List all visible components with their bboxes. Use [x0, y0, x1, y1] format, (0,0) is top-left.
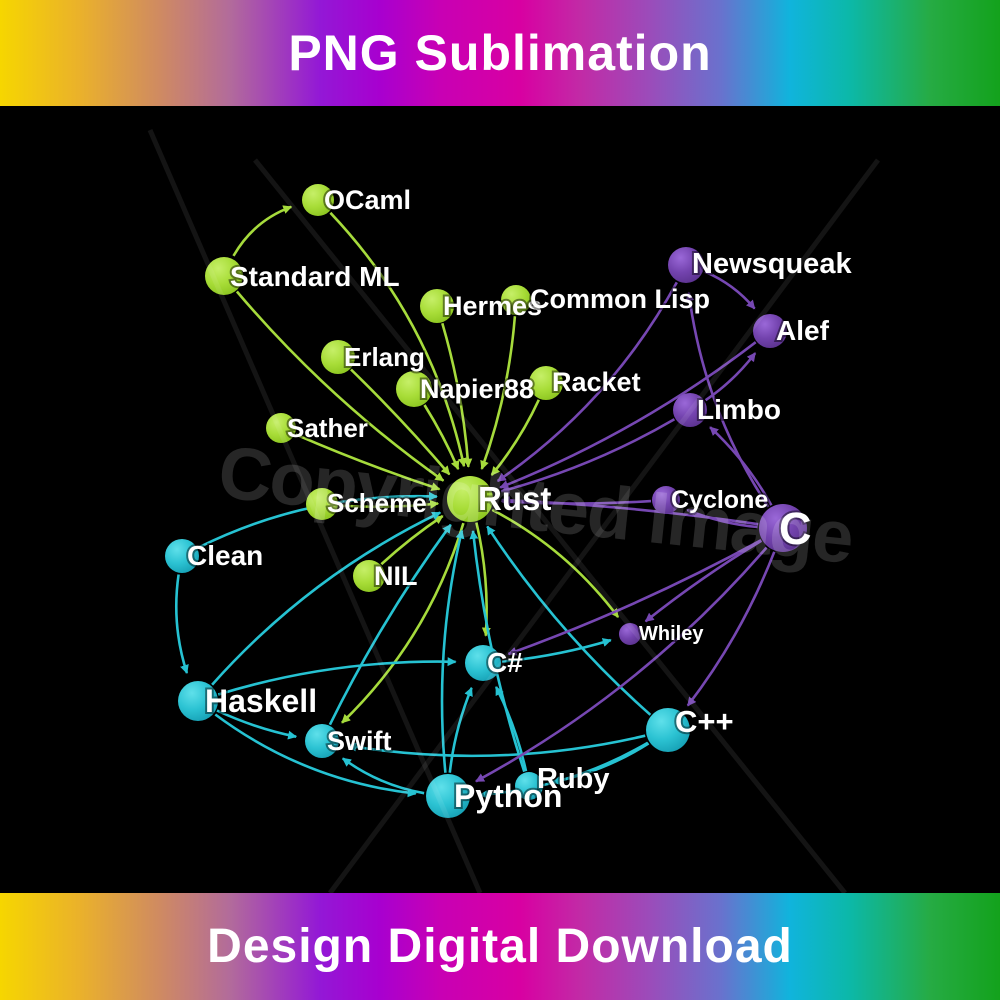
node-common-lisp — [501, 285, 531, 315]
edge-ocaml-to-rust — [329, 211, 467, 468]
node-whiley — [619, 623, 641, 645]
node-nil — [353, 560, 385, 592]
node-label-napier88: Napier88 — [420, 374, 534, 404]
node-label-haskell: Haskell — [205, 683, 317, 719]
node-label-sather: Sather — [287, 413, 368, 443]
edge-cyclone-to-rust — [501, 497, 652, 507]
edge-swift-to-rust — [328, 523, 452, 726]
node-alef — [753, 314, 787, 348]
edge-haskell-to-swift — [216, 709, 298, 740]
edge-hermes-to-rust — [441, 322, 473, 468]
node-cpp — [646, 708, 690, 752]
node-hermes — [420, 289, 454, 323]
edge-python-to-swift — [341, 757, 425, 795]
edge-limbo-to-alef — [704, 352, 757, 402]
watermark-diagonal-line — [327, 158, 881, 895]
node-racket — [529, 366, 563, 400]
edge-haskell-to-python — [214, 713, 417, 798]
edge-c-to-python — [475, 546, 768, 783]
node-limbo — [673, 393, 707, 427]
edge-haskell-to-csharp — [217, 657, 457, 696]
node-label-cpp: C++ — [675, 704, 734, 739]
edges — [175, 205, 776, 799]
node-label-common-lisp: Common Lisp — [530, 284, 710, 314]
node-napier88 — [396, 371, 432, 407]
node-standard-ml — [205, 257, 243, 295]
edge-limbo-to-rust — [500, 418, 676, 494]
edge-c-to-newsqueak — [685, 291, 770, 508]
top-banner-title: PNG Sublimation — [288, 25, 712, 81]
edge-erlang-to-rust — [350, 368, 451, 476]
edge-newsqueak-to-alef — [704, 270, 756, 310]
watermark-diagonal-line — [253, 158, 847, 895]
node-newsqueak — [668, 247, 704, 283]
top-banner: PNG Sublimation — [0, 0, 1000, 106]
node-label-csharp: C# — [487, 647, 523, 678]
node-label-rust: Rust — [478, 480, 551, 517]
edge-common-lisp-to-rust — [480, 316, 517, 470]
nodes — [165, 184, 807, 818]
bottom-banner: Design Digital Download — [0, 893, 1000, 1000]
edge-clean-to-haskell — [175, 574, 189, 674]
edge-rust-to-swift — [341, 522, 465, 724]
edge-c-to-whiley — [644, 539, 763, 623]
node-rust — [447, 476, 493, 522]
edge-rust-to-whiley — [491, 508, 620, 618]
edge-sather-to-rust — [295, 433, 441, 491]
edge-python-to-rust — [440, 529, 465, 773]
node-csharp — [465, 645, 501, 681]
node-haskell — [178, 681, 218, 721]
node-label-alef: Alef — [776, 315, 830, 346]
node-label-cyclone: Cyclone — [671, 486, 768, 514]
edge-scheme-to-rust — [339, 499, 440, 509]
edge-standard-ml-to-rust — [235, 290, 445, 482]
edge-newsqueak-to-rust — [496, 281, 678, 483]
node-python — [426, 774, 470, 818]
node-label-erlang: Erlang — [344, 342, 425, 372]
edge-python-to-csharp — [448, 686, 473, 773]
node-label-racket: Racket — [552, 367, 641, 397]
edge-c-to-cyclone — [686, 508, 758, 529]
edge-haskell-to-rust — [211, 511, 442, 686]
edge-cpp-to-swift — [347, 734, 646, 758]
node-label-whiley: Whiley — [639, 623, 704, 645]
edge-standard-ml-to-ocaml — [232, 205, 293, 257]
node-label-limbo: Limbo — [697, 394, 781, 425]
node-erlang — [321, 340, 355, 374]
edge-c-to-cpp — [686, 551, 776, 707]
edge-cpp-to-rust — [486, 525, 652, 716]
node-clean — [165, 539, 199, 573]
node-label-standard-ml: Standard ML — [230, 261, 400, 292]
node-label-c: C — [779, 503, 812, 554]
node-scheme — [306, 488, 338, 520]
edge-cpp-to-ruby — [551, 742, 650, 786]
node-label-newsqueak: Newsqueak — [692, 248, 852, 280]
bottom-banner-title: Design Digital Download — [207, 920, 793, 973]
edge-napier88-to-rust — [423, 404, 460, 471]
node-ruby — [515, 772, 543, 800]
node-c — [759, 504, 807, 552]
node-ocaml — [302, 184, 334, 216]
node-swift — [305, 724, 339, 758]
node-label-clean: Clean — [187, 540, 263, 571]
node-label-python: Python — [454, 778, 562, 814]
node-label-hermes: Hermes — [443, 291, 542, 321]
edge-csharp-to-whiley — [501, 638, 612, 663]
node-cyclone — [652, 486, 680, 514]
node-label-ocaml: OCaml — [324, 185, 411, 215]
node-sather — [266, 413, 296, 443]
node-label-ruby: Ruby — [537, 763, 610, 795]
edge-c-to-csharp — [507, 539, 762, 656]
watermark-diagonal-line — [147, 129, 483, 894]
node-label-nil: NIL — [374, 561, 418, 591]
edge-racket-to-rust — [490, 399, 540, 476]
node-label-scheme: Scheme — [327, 488, 427, 518]
edge-ruby-to-csharp — [494, 686, 528, 772]
edge-alef-to-rust — [499, 341, 757, 489]
node-label-swift: Swift — [327, 726, 392, 756]
